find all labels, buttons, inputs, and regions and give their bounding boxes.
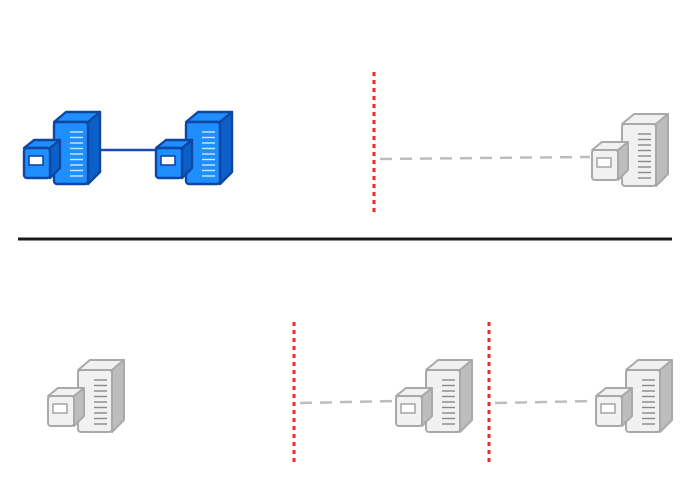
server-icon	[154, 110, 234, 186]
server-icon	[47, 359, 125, 433]
server-icon	[591, 113, 669, 187]
link-barrier-1-server-c	[379, 155, 591, 161]
server-icon	[595, 359, 673, 433]
top-panel	[22, 72, 669, 214]
link-barrier-3-server-f	[494, 399, 597, 405]
server-icon	[395, 359, 473, 433]
server-icon	[22, 110, 102, 186]
bottom-panel	[47, 322, 673, 466]
link-barrier-2-server-e	[299, 399, 397, 405]
